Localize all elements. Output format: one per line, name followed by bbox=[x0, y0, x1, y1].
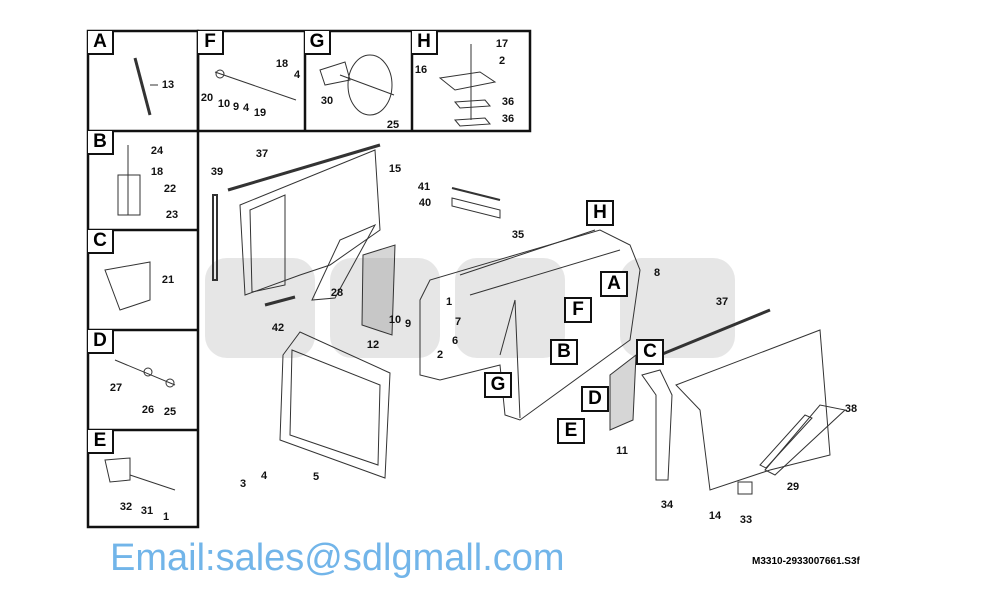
location-label: F bbox=[564, 297, 592, 323]
callout-number: 7 bbox=[454, 316, 462, 328]
callout-number: 16 bbox=[414, 64, 428, 76]
callout-number: 34 bbox=[660, 499, 674, 511]
callout-number: 28 bbox=[330, 287, 344, 299]
callout-number: 37 bbox=[255, 148, 269, 160]
part-sketches bbox=[104, 44, 847, 495]
callout-number: 18 bbox=[150, 166, 164, 178]
callout-number: 33 bbox=[739, 514, 753, 526]
location-label: G bbox=[484, 372, 512, 398]
callout-number: 14 bbox=[708, 510, 722, 522]
sdlg-logo-watermark bbox=[205, 258, 735, 358]
panel-label: F bbox=[198, 31, 224, 55]
callout-number: 1 bbox=[445, 296, 453, 308]
callout-number: 25 bbox=[163, 406, 177, 418]
email-watermark: Email:sales@sdlgmall.com bbox=[110, 537, 565, 579]
callout-number: 30 bbox=[320, 95, 334, 107]
panel-label: C bbox=[88, 230, 114, 254]
callout-number: 23 bbox=[165, 209, 179, 221]
callout-number: 8 bbox=[653, 267, 661, 279]
callout-number: 12 bbox=[366, 339, 380, 351]
callout-number: 2 bbox=[498, 55, 506, 67]
callout-number: 27 bbox=[109, 382, 123, 394]
callout-number: 35 bbox=[511, 229, 525, 241]
callout-number: 1 bbox=[162, 511, 170, 523]
callout-number: 9 bbox=[232, 101, 240, 113]
panel-label: H bbox=[412, 31, 438, 55]
callout-number: 9 bbox=[404, 318, 412, 330]
callout-number: 25 bbox=[386, 119, 400, 131]
panel-label: D bbox=[88, 330, 114, 354]
callout-number: 21 bbox=[161, 274, 175, 286]
location-label: E bbox=[557, 418, 585, 444]
callout-number: 15 bbox=[388, 163, 402, 175]
callout-number: 22 bbox=[163, 183, 177, 195]
location-label: A bbox=[600, 271, 628, 297]
callout-number: 4 bbox=[242, 102, 250, 114]
panel-label: A bbox=[88, 31, 114, 55]
callout-number: 18 bbox=[275, 58, 289, 70]
callout-number: 13 bbox=[161, 79, 175, 91]
callout-number: 11 bbox=[616, 445, 628, 457]
callout-number: 41 bbox=[417, 181, 431, 193]
callout-number: 31 bbox=[140, 505, 154, 517]
callout-number: 36 bbox=[501, 113, 515, 125]
callout-number: 39 bbox=[210, 166, 224, 178]
callout-number: 4 bbox=[260, 470, 268, 482]
location-label: C bbox=[636, 339, 664, 365]
location-label: D bbox=[581, 386, 609, 412]
callout-number: 20 bbox=[200, 92, 214, 104]
callout-number: 26 bbox=[141, 404, 155, 416]
callout-number: 6 bbox=[451, 335, 459, 347]
location-label: B bbox=[550, 339, 578, 365]
callout-number: 24 bbox=[150, 145, 164, 157]
callout-number: 4 bbox=[293, 69, 301, 81]
callout-number: 19 bbox=[253, 107, 267, 119]
panel-label: B bbox=[88, 131, 114, 155]
callout-number: 10 bbox=[388, 314, 402, 326]
callout-number: 40 bbox=[418, 197, 432, 209]
panel-label: G bbox=[305, 31, 331, 55]
callout-number: 10 bbox=[217, 98, 231, 110]
callout-number: 3 bbox=[239, 478, 247, 490]
panel-label: E bbox=[88, 430, 114, 454]
callout-number: 36 bbox=[501, 96, 515, 108]
callout-number: 42 bbox=[271, 322, 285, 334]
callout-number: 2 bbox=[436, 349, 444, 361]
callout-number: 5 bbox=[312, 471, 320, 483]
callout-number: 38 bbox=[844, 403, 858, 415]
callout-number: 29 bbox=[786, 481, 800, 493]
callout-number: 17 bbox=[495, 38, 509, 50]
callout-number: 37 bbox=[715, 296, 729, 308]
callout-number: 32 bbox=[119, 501, 133, 513]
location-label: H bbox=[586, 200, 614, 226]
drawing-number: M3310-2933007661.S3f bbox=[752, 556, 860, 567]
